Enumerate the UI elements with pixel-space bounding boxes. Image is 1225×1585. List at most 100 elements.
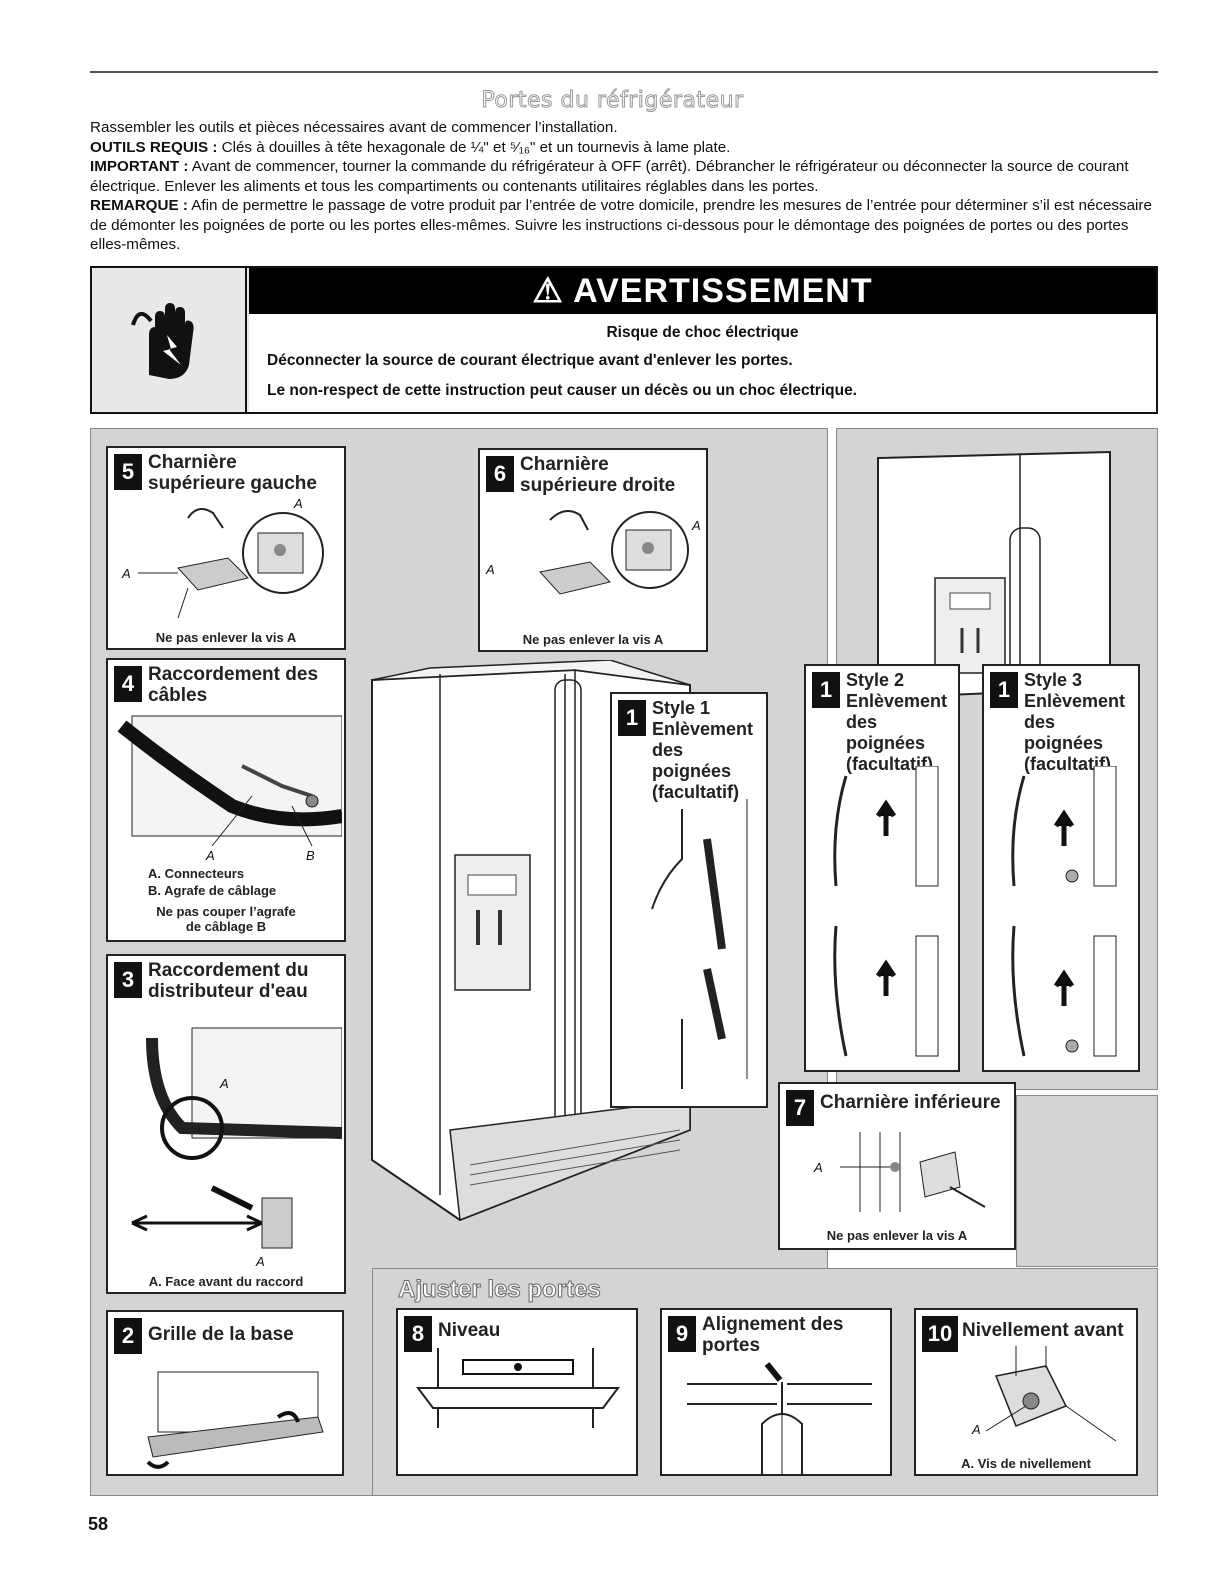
- title-line: des poignées: [1024, 712, 1104, 753]
- tools-text: Clés à douilles à tête hexagonale de ¼" …: [217, 138, 731, 156]
- step-title: Niveau: [438, 1320, 501, 1341]
- label-a: A: [256, 1254, 265, 1269]
- wiring-diagram: [117, 715, 342, 847]
- step-number: 1: [812, 672, 840, 708]
- intro-line: Rassembler les outils et pièces nécessai…: [90, 119, 618, 136]
- legend-a: A. Vis de nivellement: [961, 1456, 1091, 1471]
- title-line: (facultatif): [652, 782, 739, 802]
- tools-label: OUTILS REQUIS :: [90, 138, 218, 156]
- style-3-panel: 1 Style 3 Enlèvement des poignées (facul…: [982, 664, 1140, 1072]
- top-rule: [90, 71, 1158, 73]
- step-number: 8: [404, 1316, 432, 1352]
- title-line: Style 1: [652, 698, 711, 718]
- step-title: Style 3 Enlèvement des poignées (faculta…: [1024, 670, 1138, 775]
- important-text: Avant de commencer, tourner la commande …: [90, 158, 1129, 195]
- step-number: 7: [786, 1090, 814, 1126]
- title-line: Raccordement du: [148, 960, 309, 981]
- level-diagram: [416, 1348, 620, 1428]
- important-label: IMPORTANT :: [90, 158, 189, 175]
- legend-b: B. Agrafe de câblage: [148, 883, 277, 898]
- step-10-panel: 10 Nivellement avant A A. Vis de nivelle…: [914, 1308, 1138, 1476]
- tools-paragraph: OUTILS REQUIS : Clés à douilles à tête h…: [90, 138, 1160, 158]
- step-8-panel: 8 Niveau: [396, 1308, 638, 1476]
- handle-removal-diagram: [651, 799, 748, 1089]
- title-line: Raccordement des: [148, 664, 319, 685]
- title-line: supérieure droite: [520, 475, 676, 496]
- door-alignment-diagram: [687, 1362, 872, 1474]
- title-line: câbles: [148, 685, 208, 706]
- intro-text: Rassembler les outils et pièces nécessai…: [90, 118, 1160, 255]
- step-caption: Ne pas enlever la vis A: [522, 632, 664, 647]
- warning-heading-text: AVERTISSEMENT: [573, 272, 873, 310]
- step-number: 1: [618, 700, 646, 736]
- title-line: Enlèvement: [652, 719, 754, 739]
- page-title: Portes du réfrigérateur: [481, 88, 744, 114]
- step-number: 1: [990, 672, 1018, 708]
- label-a: A: [972, 1422, 981, 1437]
- legend-a: A. Connecteurs: [148, 866, 245, 881]
- warning-box: ⚠ AVERTISSEMENT Risque de choc électriqu…: [90, 266, 1158, 414]
- title-line: Style 3: [1024, 670, 1083, 690]
- legend-a: A. Face avant du raccord: [148, 1274, 304, 1289]
- step-number: 2: [114, 1318, 142, 1354]
- warning-line-2: Le non-respect de cette instruction peut…: [267, 382, 857, 399]
- note-label: REMARQUE :: [90, 197, 188, 214]
- style-1-panel: 1 Style 1 Enlèvement des poignées (facul…: [610, 692, 768, 1108]
- warning-line-1: Déconnecter la source de courant électri…: [267, 352, 793, 369]
- note-paragraph: REMARQUE : Afin de permettre le passage …: [90, 196, 1160, 255]
- title-line: (facultatif): [1024, 754, 1111, 774]
- title-line: Alignement des: [702, 1314, 844, 1335]
- adjust-section-title: Ajuster les portes: [398, 1276, 602, 1304]
- style-2-panel: 1 Style 2 Enlèvement des poignées (facul…: [804, 664, 960, 1072]
- step-number: 3: [114, 962, 142, 998]
- title-line: des poignées: [846, 712, 926, 753]
- step-number: 4: [114, 666, 142, 702]
- title-line: Style 2: [846, 670, 905, 690]
- label-a: A: [122, 566, 131, 581]
- important-paragraph: IMPORTANT : Avant de commencer, tourner …: [90, 157, 1160, 196]
- title-line: Enlèvement: [1024, 691, 1126, 711]
- title-line: des poignées: [652, 740, 732, 781]
- label-a: A: [486, 562, 495, 577]
- step-caption: Ne pas enlever la vis A: [155, 630, 297, 645]
- title-line: Charnière: [148, 452, 237, 473]
- step-7-panel: 7 Charnière inférieure A Ne pas enlever …: [778, 1082, 1016, 1250]
- base-grille-diagram: [146, 1371, 324, 1469]
- water-connection-diagram: [131, 1027, 342, 1249]
- step-2-panel: 2 Grille de la base: [106, 1310, 344, 1476]
- step-number: 6: [486, 456, 514, 492]
- warning-body: Risque de choc électrique Déconnecter la…: [249, 314, 1156, 412]
- bottom-hinge-diagram: [840, 1132, 986, 1212]
- note-line-2: de câblage B: [185, 919, 267, 934]
- label-a: A: [220, 1076, 229, 1091]
- title-line: distributeur d'eau: [148, 981, 308, 1002]
- label-b: B: [306, 848, 315, 863]
- refrigerator-closeup: [870, 448, 1130, 848]
- step-title: Charnière inférieure: [820, 1092, 1001, 1113]
- step-title: Grille de la base: [148, 1324, 294, 1345]
- warning-subtitle: Risque de choc électrique: [606, 324, 799, 341]
- handle-removal-diagram: [833, 766, 939, 1057]
- title-line: Charnière: [520, 454, 609, 475]
- note-line-1: Ne pas couper l’agrafe: [156, 904, 296, 919]
- title-line: supérieure gauche: [148, 473, 317, 494]
- note-text: Afin de permettre le passage de votre pr…: [90, 197, 1152, 253]
- page-number: 58: [88, 1514, 109, 1534]
- corner-background: [1016, 1095, 1158, 1267]
- shock-hazard-icon: [92, 268, 247, 412]
- handle-removal-diagram: [1011, 766, 1117, 1057]
- step-number: 10: [922, 1316, 958, 1352]
- right-hinge-diagram: [539, 510, 689, 595]
- label-a: A: [814, 1160, 823, 1175]
- label-a: A: [692, 518, 701, 533]
- step-number: 5: [114, 454, 142, 490]
- step-number: 9: [668, 1316, 696, 1352]
